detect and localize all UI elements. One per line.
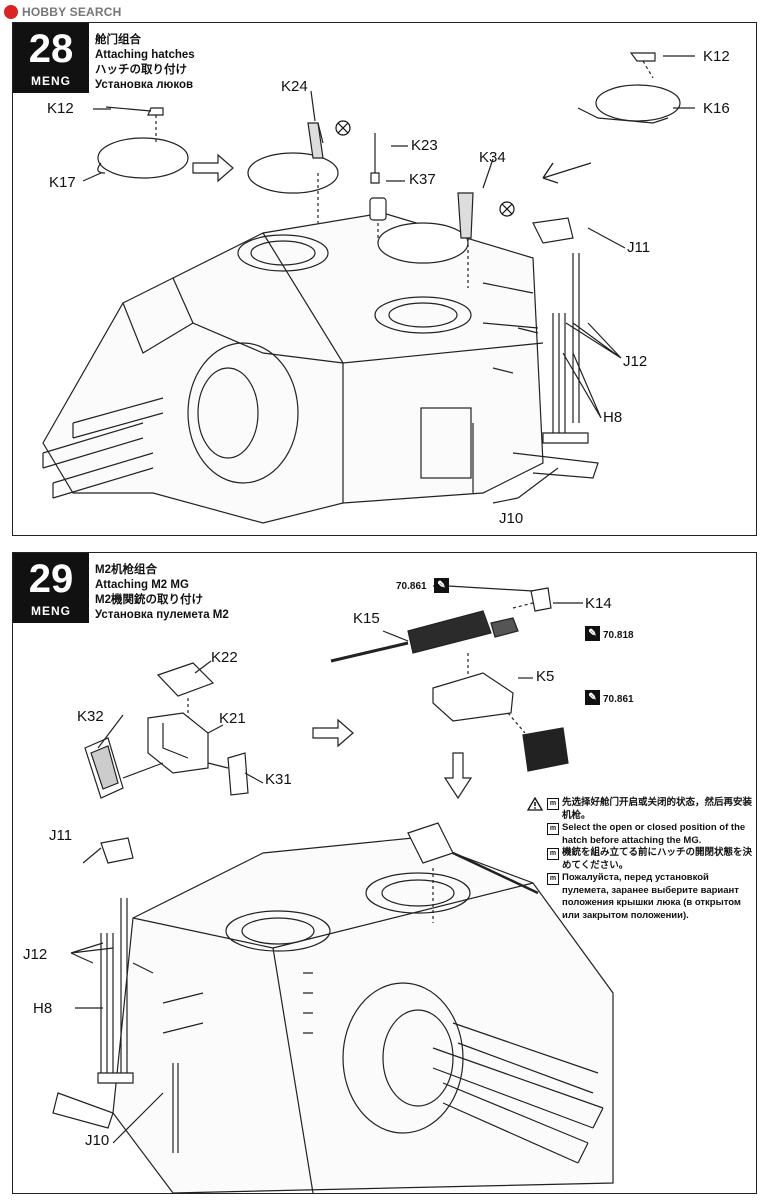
step-number: 28 bbox=[28, 27, 74, 71]
step-28-panel: 28 MENG 舱门组合 Attaching hatches ハッチの取り付け … bbox=[12, 22, 757, 536]
title-zh: 舱门组合 bbox=[95, 34, 141, 46]
title-ja: M2機関銃の取り付け bbox=[95, 594, 203, 606]
part-label: J11 bbox=[627, 239, 651, 256]
brand-logo: MENG bbox=[31, 74, 71, 88]
title-en: Attaching M2 MG bbox=[95, 579, 189, 591]
paint-brush-icon: ✎ bbox=[585, 626, 600, 641]
part-label: K32 bbox=[77, 708, 104, 725]
part-label: K14 bbox=[585, 595, 612, 612]
part-label: J11 bbox=[49, 827, 73, 844]
part-label: K15 bbox=[353, 610, 380, 627]
part-label: J10 bbox=[85, 1132, 110, 1149]
title-ru: Установка пулемета M2 bbox=[95, 609, 229, 621]
part-label: H8 bbox=[33, 1000, 53, 1017]
paint-code: 70.818 bbox=[603, 630, 634, 641]
part-label: K12 bbox=[47, 100, 74, 117]
part-label: K17 bbox=[49, 174, 76, 191]
part-label: K23 bbox=[411, 137, 438, 154]
step-number-badge: 29 MENG bbox=[13, 553, 89, 623]
part-label: K31 bbox=[265, 771, 292, 788]
part-label: J12 bbox=[623, 353, 648, 370]
part-label: J10 bbox=[499, 510, 524, 527]
step-number-badge: 28 MENG bbox=[13, 23, 89, 93]
part-label: K21 bbox=[219, 710, 246, 727]
title-en: Attaching hatches bbox=[95, 49, 195, 61]
paint-brush-icon: ✎ bbox=[585, 690, 600, 705]
watermark: HOBBY SEARCH bbox=[4, 3, 122, 21]
step-title-block: M2机枪组合 Attaching M2 MG M2機関銃の取り付け Устано… bbox=[95, 563, 229, 623]
step-number: 29 bbox=[28, 557, 74, 601]
brand-logo: MENG bbox=[31, 604, 71, 618]
no-glue-icons bbox=[335, 120, 515, 217]
part-label: H8 bbox=[603, 409, 623, 426]
title-ru: Установка люков bbox=[95, 79, 194, 91]
step-29-illustration bbox=[52, 585, 614, 1193]
part-label: J12 bbox=[23, 946, 48, 963]
step-29-panel: 29 MENG M2机枪组合 Attaching M2 MG M2機関銃の取り付… bbox=[12, 552, 757, 1194]
step-title-block: 舱门组合 Attaching hatches ハッチの取り付け Установк… bbox=[95, 33, 195, 93]
paint-brush-icon: ✎ bbox=[434, 578, 449, 593]
part-label: K12 bbox=[703, 48, 730, 65]
part-label: K37 bbox=[409, 171, 436, 188]
title-ja: ハッチの取り付け bbox=[95, 64, 187, 76]
title-zh: M2机枪组合 bbox=[95, 564, 157, 576]
step-28-illustration bbox=[42, 52, 695, 524]
paint-code: 70.861 bbox=[396, 581, 427, 592]
part-label: K34 bbox=[479, 149, 506, 166]
part-label: K5 bbox=[536, 668, 555, 685]
part-label: K16 bbox=[703, 100, 730, 117]
watermark-logo-icon bbox=[4, 5, 18, 19]
part-label: K24 bbox=[281, 78, 308, 95]
paint-code: 70.861 bbox=[603, 694, 634, 705]
part-label: K22 bbox=[211, 649, 238, 666]
warning-icon bbox=[527, 797, 543, 811]
watermark-text: HOBBY SEARCH bbox=[22, 5, 122, 19]
